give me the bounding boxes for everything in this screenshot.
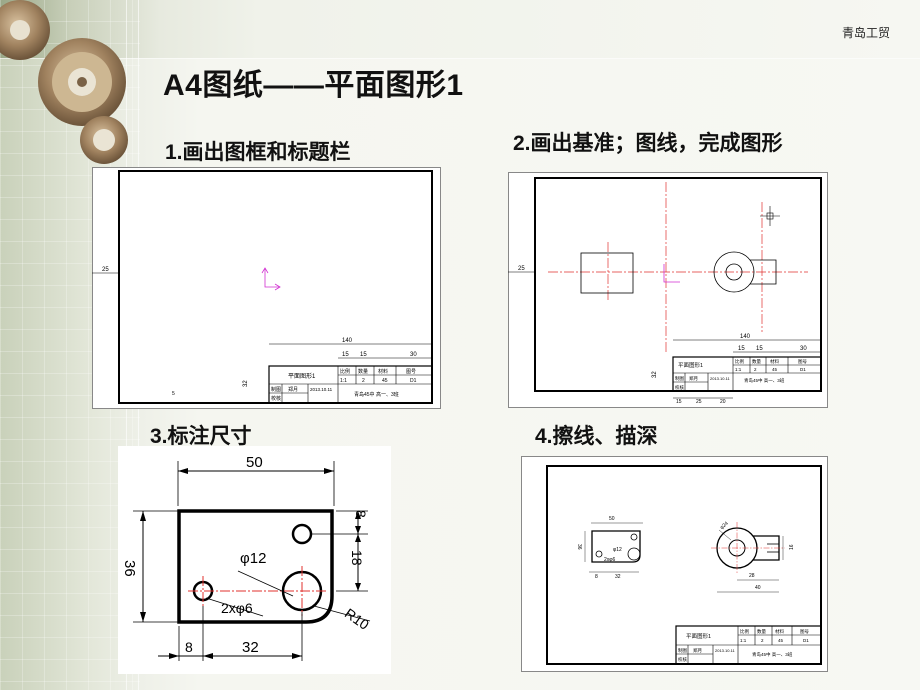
dim-left-8: 8: [185, 639, 193, 655]
tb-drawing-no-2: D1: [800, 367, 806, 372]
tb-col-drawing-no-2: 图号: [798, 359, 807, 365]
tb-qty-2: 2: [754, 367, 757, 372]
step-4-caption: 4.擦线、描深: [535, 425, 658, 448]
tb-school: 青岛45中 高一、3班: [354, 391, 399, 398]
dim-block-width-2: 140: [740, 334, 751, 340]
tb-col-qty: 数量: [358, 368, 368, 375]
p4-tb-col-scale: 比例: [740, 628, 749, 635]
p4-tb-qty: 2: [761, 638, 764, 643]
tb-drawn-label-2: 制图: [675, 375, 684, 382]
tb-drawn-label: 制图: [271, 386, 281, 393]
step-2-drawing: 25 140 15 15 30 32: [508, 172, 828, 408]
dim-w25: 25: [696, 399, 702, 405]
dim-hole-small: 2xφ6: [221, 600, 253, 616]
step-2-caption: 2.画出基准；图线，完成图形: [513, 132, 783, 155]
p4-dim-dia: φ24: [719, 521, 730, 531]
header-band: [0, 0, 920, 58]
dim-radius: R10: [342, 605, 372, 633]
dim-5: 5: [172, 391, 175, 397]
tb-col-qty-2: 数量: [752, 358, 761, 365]
tb-col-material: 材料: [378, 368, 388, 375]
tb-drawn-by-2: 郑月: [689, 375, 698, 382]
dim-32: 32: [243, 380, 249, 387]
dim-w15: 15: [676, 399, 682, 405]
tb-checked-label-2: 校核: [675, 384, 684, 391]
tb-col-scale: 比例: [340, 368, 350, 375]
p4-tb-material: 45: [778, 638, 784, 643]
tb-date-2: 2013.10.11: [710, 376, 730, 381]
p4-tb-drawing-no: D1: [803, 638, 809, 643]
p4-dim-depth: 28: [749, 573, 755, 579]
gear-decoration-icon: [0, 0, 128, 164]
tb-name-2: 平面图形1: [678, 361, 703, 369]
dim-height-36: 36: [121, 560, 138, 577]
p4-tb-col-qty: 数量: [757, 628, 766, 635]
p4-dim-36: 36: [576, 544, 582, 550]
tb-scale: 1:1: [340, 378, 347, 384]
dim-left-margin: 25: [102, 267, 109, 273]
p4-tb-name: 平面图形1: [686, 632, 711, 640]
dim-15b: 15: [360, 352, 367, 358]
dim-30: 30: [410, 352, 417, 358]
dim-15a: 15: [342, 352, 349, 358]
tb-drawing-no: D1: [410, 378, 417, 384]
p4-dim-hole-small: 2xφ6: [604, 557, 616, 563]
decorative-line: [0, 58, 920, 59]
brand-label: 青岛工贸: [842, 26, 891, 40]
p4-dim-slot: 16: [789, 544, 795, 550]
p4-dim-length: 40: [755, 585, 761, 591]
p4-tb-scale: 1:1: [740, 638, 747, 643]
tb-checked-label: 校核: [271, 395, 281, 402]
tb-col-drawing-no: 图号: [406, 369, 416, 375]
dim-mid-18: 18: [349, 550, 365, 566]
p4-dim-32: 32: [615, 574, 621, 580]
tb-material-2: 45: [772, 367, 778, 372]
tb-date: 2013.10.11: [310, 387, 333, 392]
tb-col-scale-2: 比例: [735, 358, 744, 365]
dim-15b-2: 15: [756, 346, 763, 352]
p4-tb-school: 青岛45中 高一、3班: [752, 651, 793, 658]
dim-30-2: 30: [800, 346, 807, 352]
tb-scale-2: 1:1: [735, 367, 742, 372]
tb-material: 45: [382, 378, 388, 384]
dim-w20: 20: [720, 399, 726, 405]
dim-hole-big: φ12: [240, 550, 266, 567]
tb-col-material-2: 材料: [770, 358, 779, 365]
p4-tb-date: 2013.10.11: [715, 648, 735, 653]
p4-dim-hole-big: φ12: [613, 547, 622, 553]
dim-left-margin-2: 25: [518, 266, 525, 272]
tb-drawn-by: 郑月: [288, 386, 298, 393]
p4-tb-drawn-by: 郑月: [693, 647, 702, 654]
p4-dim-8: 8: [595, 574, 598, 580]
dim-block-width: 140: [342, 338, 353, 344]
dim-32-2: 32: [652, 371, 658, 378]
dim-top-8: 8: [353, 510, 369, 518]
page-title: A4图纸——平面图形1: [163, 69, 464, 102]
tb-school-2: 青岛45中 高一、3班: [744, 377, 785, 384]
p4-tb-drawn-label: 制图: [678, 647, 687, 654]
p4-dim-50: 50: [609, 516, 615, 522]
tb-qty: 2: [362, 378, 365, 384]
step-4-drawing: 50 φ12 2xφ6 36 8 32 φ24 16 28 40: [521, 456, 828, 672]
step-3-caption: 3.标注尺寸: [150, 425, 252, 448]
p4-tb-col-material: 材料: [775, 628, 784, 635]
p4-tb-col-drawing-no: 图号: [800, 629, 809, 635]
dim-width-50: 50: [246, 454, 263, 471]
tb-name: 平面图形1: [288, 372, 316, 380]
step-3-drawing: 50 36 φ12 2xφ6 8 18 R10: [118, 446, 391, 674]
dim-15a-2: 15: [738, 346, 745, 352]
step-1-drawing: 25 140 15 15 30 32 5 平面图形1 比例 数量 材料: [92, 167, 441, 409]
p4-tb-checked-label: 校核: [678, 656, 687, 663]
step-1-caption: 1.画出图框和标题栏: [165, 141, 351, 164]
dim-spacing-32: 32: [242, 639, 259, 656]
